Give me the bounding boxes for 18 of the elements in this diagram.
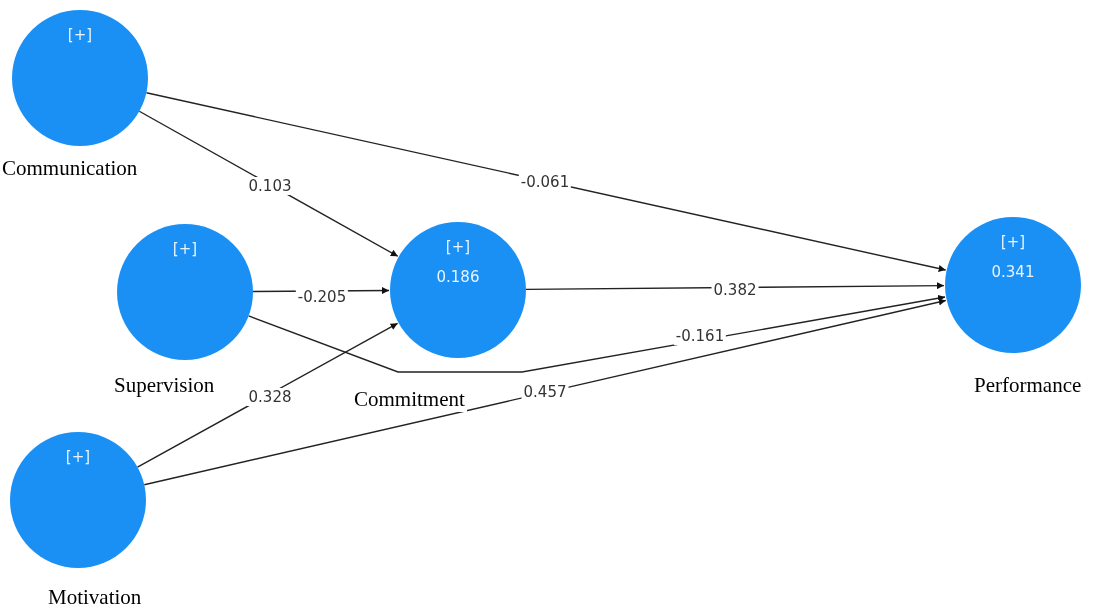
path-arrow — [138, 110, 399, 257]
expand-marker: [+] — [67, 26, 93, 44]
expand-marker: [+] — [65, 448, 91, 466]
path-arrow — [247, 294, 946, 373]
path-arrow — [143, 298, 947, 486]
r-squared-value: 0.186 — [436, 268, 480, 286]
path-coefficient: 0.328 — [246, 388, 294, 406]
path-coefficient: 0.457 — [521, 383, 569, 401]
path-arrow — [136, 322, 399, 468]
path-arrow — [525, 282, 945, 291]
path-coefficient: 0.103 — [246, 177, 294, 195]
path-arrow — [145, 92, 947, 272]
expand-marker: [+] — [445, 238, 471, 256]
path-coefficient: -0.061 — [518, 173, 572, 191]
r-squared-value: 0.341 — [991, 263, 1035, 281]
expand-marker: [+] — [1000, 233, 1026, 251]
expand-marker: [+] — [172, 240, 198, 258]
path-coefficient: -0.161 — [673, 327, 727, 345]
